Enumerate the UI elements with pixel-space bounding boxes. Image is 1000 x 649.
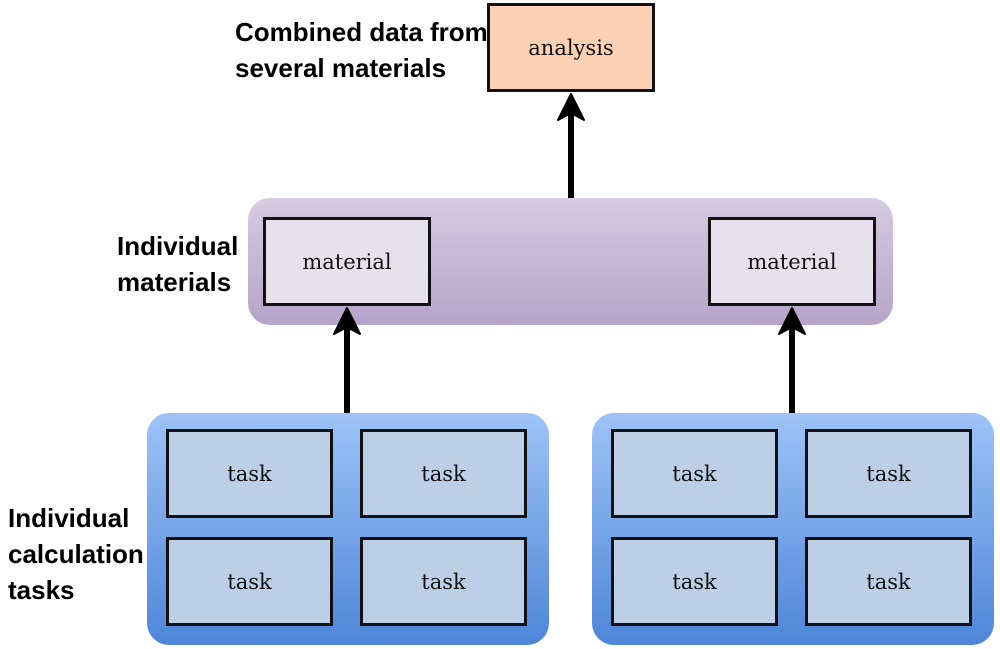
individual-materials-label: Individual materials bbox=[117, 231, 239, 297]
task-node: task bbox=[805, 537, 972, 626]
task-node: task bbox=[805, 429, 972, 518]
arrow-tasks-to-material-2 bbox=[778, 307, 806, 413]
analysis-node: analysis bbox=[487, 3, 655, 92]
material-node-2: material bbox=[708, 217, 876, 306]
combined-data-label: Combined data from several materials bbox=[235, 17, 488, 83]
task-node: task bbox=[166, 429, 333, 518]
arrow-material-to-analysis bbox=[557, 93, 585, 198]
task-node: task bbox=[166, 537, 333, 626]
task-node: task bbox=[611, 429, 778, 518]
task-node: task bbox=[360, 429, 527, 518]
material-node-1: material bbox=[263, 217, 431, 306]
individual-tasks-label: Individual calculation tasks bbox=[8, 503, 144, 605]
task-node: task bbox=[611, 537, 778, 626]
task-node: task bbox=[360, 537, 527, 626]
arrow-tasks-to-material-1 bbox=[333, 307, 361, 413]
